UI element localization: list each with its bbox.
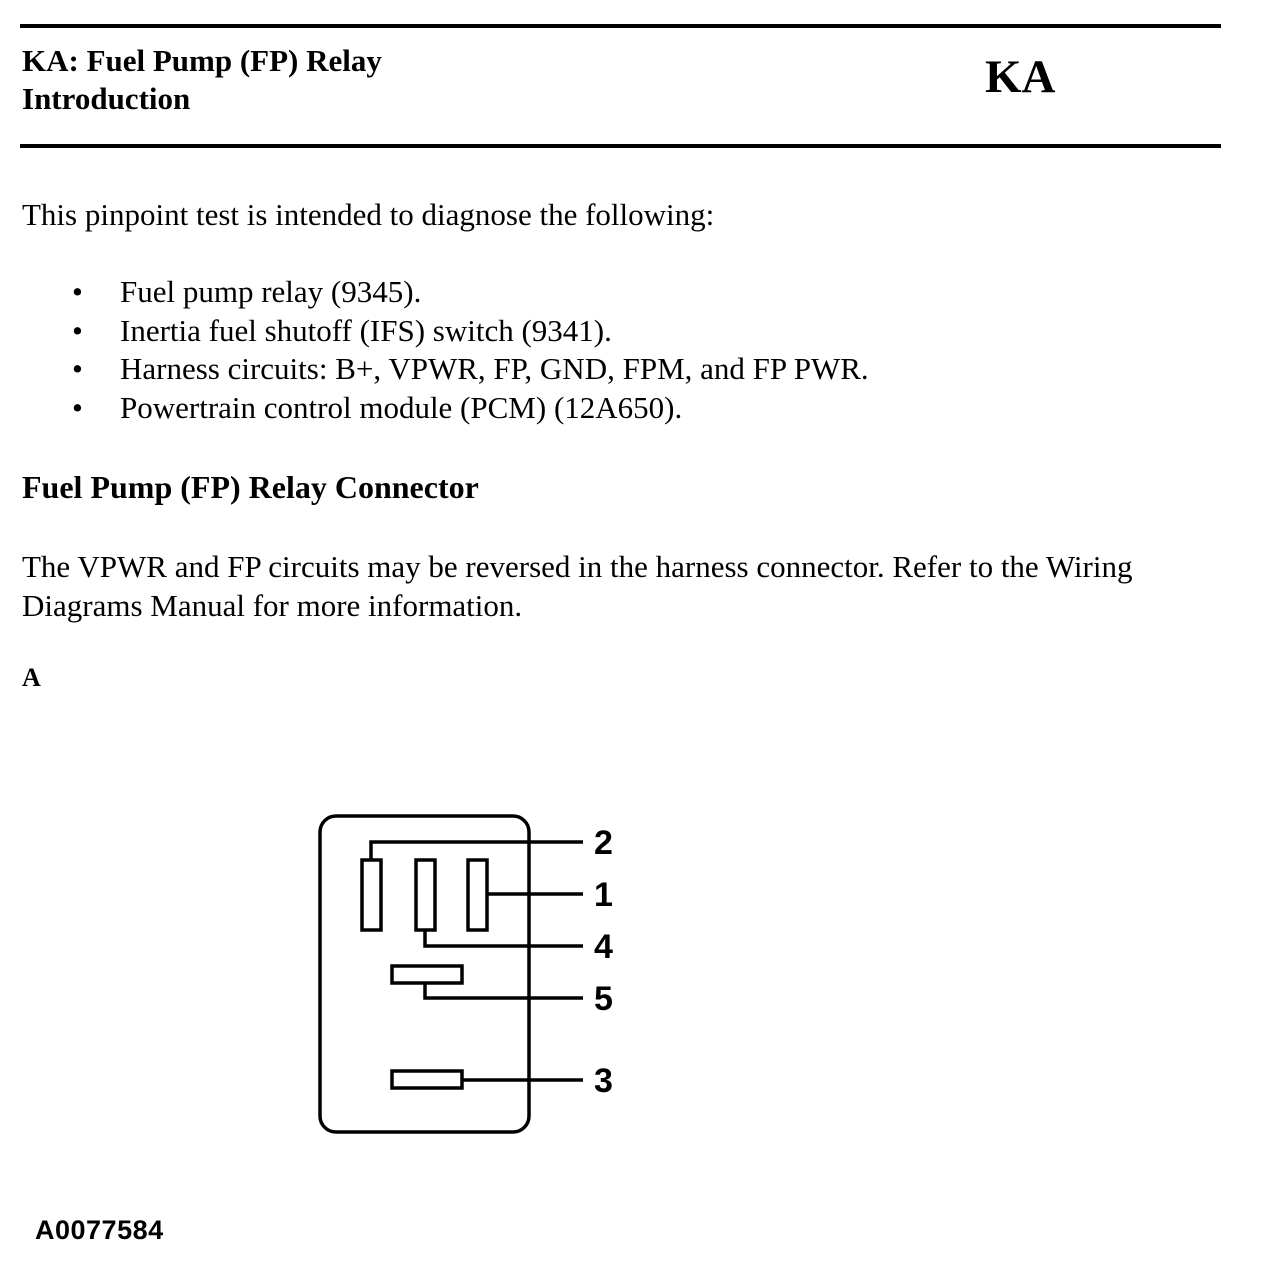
pin-label-1: 1 (594, 876, 613, 914)
terminal-1-blade (466, 858, 489, 932)
figure-letter: A (22, 663, 41, 692)
figure-id: A0077584 (35, 1215, 164, 1245)
section-code: KA (985, 51, 1056, 103)
bullet-glyph: • (72, 389, 83, 425)
list-item-text: Inertia fuel shutoff (IFS) switch (9341)… (120, 312, 612, 348)
header-top-rule (20, 24, 1221, 28)
terminal-5-blade (390, 964, 464, 985)
bullet-glyph: • (72, 274, 83, 309)
pin-label-5: 5 (594, 980, 613, 1018)
page-title: KA: Fuel Pump (FP) Relay Introduction (22, 42, 382, 118)
pin-label-2: 2 (594, 824, 613, 862)
terminal-2-leader (369, 840, 583, 860)
page-title-line-2: Introduction (22, 81, 191, 116)
page-title-line-1: KA: Fuel Pump (FP) Relay (22, 43, 382, 78)
pin-label-4: 4 (594, 928, 613, 966)
list-item-text: Powertrain control module (PCM) (12A650)… (120, 389, 683, 425)
bullet-glyph: • (72, 351, 83, 386)
connector-housing (318, 814, 531, 1134)
header-bottom-rule (20, 144, 1221, 148)
note-paragraph: The VPWR and FP circuits may be reversed… (22, 549, 1133, 623)
pin-label-3: 3 (594, 1062, 613, 1100)
terminal-4-leader (423, 930, 583, 948)
list-item-text: Fuel pump relay (9345). (120, 274, 422, 309)
terminal-3-blade (390, 1069, 464, 1090)
terminal-5-leader (423, 983, 583, 1000)
bullet-glyph: • (72, 312, 83, 348)
intro-paragraph: This pinpoint test is intended to diagno… (22, 197, 715, 232)
terminal-4-blade (414, 858, 437, 932)
section-heading: Fuel Pump (FP) Relay Connector (22, 469, 479, 505)
terminal-2-blade (360, 858, 383, 932)
list-item-text: Harness circuits: B+, VPWR, FP, GND, FPM… (120, 351, 869, 386)
